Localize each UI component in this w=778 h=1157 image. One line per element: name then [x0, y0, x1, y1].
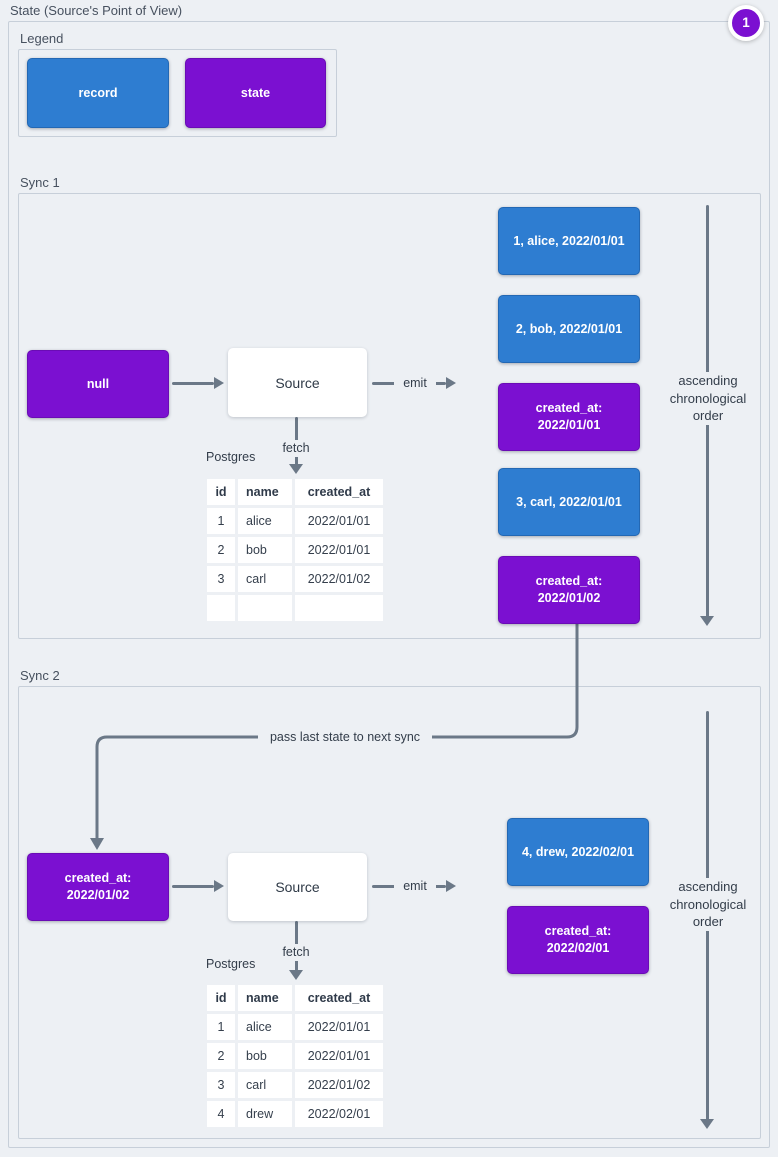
- emitted-record-text: 3, carl, 2022/01/01: [516, 494, 622, 509]
- sync1-postgres-label: Postgres: [206, 449, 260, 466]
- table-cell: 3: [207, 566, 235, 592]
- sync1-source-box: Source: [228, 348, 367, 417]
- sync1-input-state-box: null: [27, 350, 169, 418]
- legend-state-text: state: [240, 85, 271, 100]
- legend-label: Legend: [20, 31, 64, 46]
- table-header-name: name: [238, 985, 292, 1011]
- sync1-order-arrowhead-icon: [700, 616, 714, 626]
- table-cell: 4: [207, 1101, 235, 1127]
- sync2-fetch-label: fetch: [272, 944, 320, 961]
- table-cell: [238, 595, 292, 621]
- sync1-fetch-arrowhead-icon: [289, 464, 303, 474]
- sync2-input-state-text: 2022/01/02: [66, 888, 130, 902]
- sync2-emit-label: emit: [394, 878, 436, 895]
- table-header-id: id: [207, 985, 235, 1011]
- table-cell: 2022/02/01: [295, 1101, 383, 1127]
- table-header-created-at: created_at: [295, 479, 383, 505]
- table-cell: [207, 595, 235, 621]
- table-header-id: id: [207, 479, 235, 505]
- table-row: 2 bob 2022/01/01: [207, 537, 383, 563]
- table-row: 3 carl 2022/01/02: [207, 1072, 383, 1098]
- table-cell: 1: [207, 508, 235, 534]
- table-row: 3 carl 2022/01/02: [207, 566, 383, 592]
- emitted-state-text: 2022/02/01: [546, 941, 610, 955]
- table-cell: carl: [238, 1072, 292, 1098]
- sync1-state-to-source-line: [172, 382, 214, 385]
- table-header-row: id name created_at: [207, 985, 383, 1011]
- table-cell: 1: [207, 1014, 235, 1040]
- legend-record-text: record: [78, 85, 118, 100]
- emitted-state-text: created_at:: [535, 401, 603, 415]
- sync1-emit-arrowhead-icon: [446, 377, 456, 389]
- pass-state-label: pass last state to next sync: [258, 729, 432, 746]
- sync2-postgres-table: id name created_at 1 alice 2022/01/01 2 …: [204, 982, 386, 1130]
- emitted-state-text: 2022/01/02: [537, 591, 601, 605]
- emitted-state-box: created_at: 2022/02/01: [507, 906, 649, 974]
- sync1-emit-label: emit: [394, 375, 436, 392]
- emitted-record-text: 2, bob, 2022/01/01: [515, 321, 623, 336]
- table-cell: 2022/01/01: [295, 1043, 383, 1069]
- sync2-postgres-label: Postgres: [206, 956, 260, 973]
- sync2-state-to-source-line: [172, 885, 214, 888]
- table-cell: 2022/01/01: [295, 537, 383, 563]
- table-cell: 2022/01/01: [295, 508, 383, 534]
- table-cell: 2022/01/01: [295, 1014, 383, 1040]
- sync2-emit-arrowhead-icon: [446, 880, 456, 892]
- table-cell: 2022/01/02: [295, 1072, 383, 1098]
- table-cell: bob: [238, 1043, 292, 1069]
- emitted-state-text: 2022/01/01: [537, 418, 601, 432]
- table-header-row: id name created_at: [207, 479, 383, 505]
- table-cell: [295, 595, 383, 621]
- table-row: 1 alice 2022/01/01: [207, 1014, 383, 1040]
- annotation-badge: 1: [728, 5, 764, 41]
- sync2-order-arrowhead-icon: [700, 1119, 714, 1129]
- table-row: 4 drew 2022/02/01: [207, 1101, 383, 1127]
- outer-frame: [8, 21, 770, 1148]
- sync1-label: Sync 1: [20, 175, 60, 190]
- emitted-state-box: created_at: 2022/01/01: [498, 383, 640, 451]
- sync2-input-state-box: created_at: 2022/01/02: [27, 853, 169, 921]
- sync1-source-text: Source: [275, 374, 320, 391]
- sync1-state-to-source-arrowhead-icon: [214, 377, 224, 389]
- legend-record-swatch: record: [27, 58, 169, 128]
- sync1-input-state-text: null: [86, 376, 110, 391]
- legend-state-swatch: state: [185, 58, 326, 128]
- sync2-order-label: ascending chronological order: [658, 878, 758, 931]
- emitted-record-text: 4, drew, 2022/02/01: [521, 844, 635, 859]
- sync2-source-text: Source: [275, 879, 320, 895]
- table-cell: bob: [238, 537, 292, 563]
- table-cell: 2: [207, 1043, 235, 1069]
- table-row: 1 alice 2022/01/01: [207, 508, 383, 534]
- sync1-order-label: ascending chronological order: [658, 372, 758, 425]
- table-cell: carl: [238, 566, 292, 592]
- emitted-record-box: 1, alice, 2022/01/01: [498, 207, 640, 275]
- sync2-source-box: Source: [228, 853, 367, 921]
- table-cell: drew: [238, 1101, 292, 1127]
- table-cell: 2022/01/02: [295, 566, 383, 592]
- emitted-state-text: created_at:: [544, 924, 612, 938]
- emitted-state-box: created_at: 2022/01/02: [498, 556, 640, 624]
- sync2-label: Sync 2: [20, 668, 60, 683]
- table-cell: 2: [207, 537, 235, 563]
- sync1-fetch-label: fetch: [272, 440, 320, 457]
- table-header-name: name: [238, 479, 292, 505]
- sync2-fetch-arrowhead-icon: [289, 970, 303, 980]
- table-cell: alice: [238, 1014, 292, 1040]
- emitted-record-text: 1, alice, 2022/01/01: [513, 233, 625, 248]
- emitted-record-box: 3, carl, 2022/01/01: [498, 468, 640, 536]
- table-cell: alice: [238, 508, 292, 534]
- emitted-record-box: 2, bob, 2022/01/01: [498, 295, 640, 363]
- table-row: 2 bob 2022/01/01: [207, 1043, 383, 1069]
- table-cell: 3: [207, 1072, 235, 1098]
- table-header-created-at: created_at: [295, 985, 383, 1011]
- sync2-state-to-source-arrowhead-icon: [214, 880, 224, 892]
- table-row: [207, 595, 383, 621]
- emitted-state-text: created_at:: [535, 574, 603, 588]
- sync2-input-state-text: created_at:: [64, 871, 132, 885]
- emitted-record-box: 4, drew, 2022/02/01: [507, 818, 649, 886]
- sync1-postgres-table: id name created_at 1 alice 2022/01/01 2 …: [204, 476, 386, 624]
- legend-frame: [18, 49, 337, 137]
- page-title: State (Source's Point of View): [10, 3, 183, 18]
